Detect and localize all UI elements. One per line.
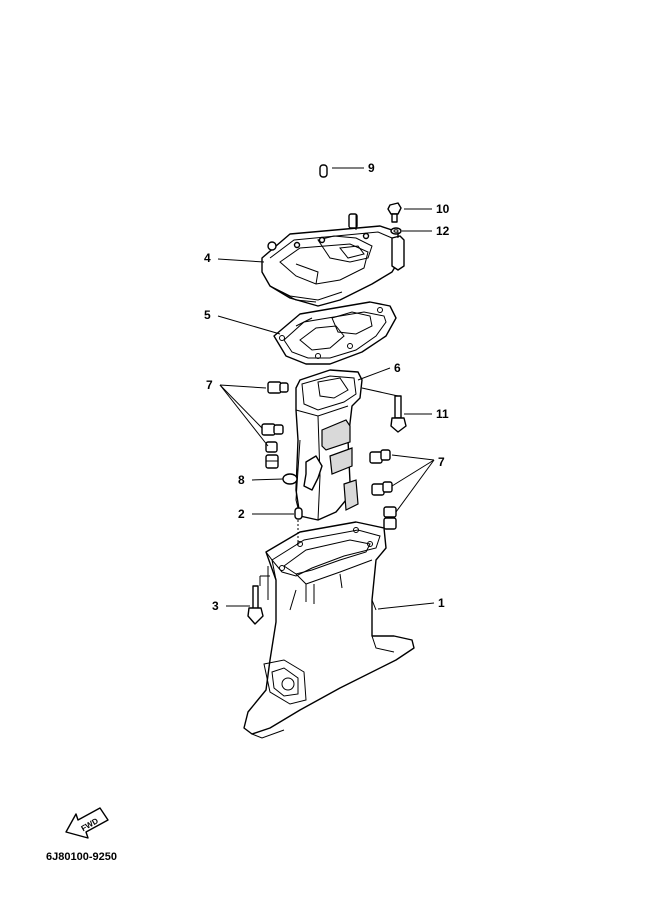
bolt-part-11 [387, 202, 402, 223]
callout-12: 12 [436, 224, 450, 238]
dowel-pin-part-9 [319, 164, 328, 178]
gasket-part-5 [273, 301, 397, 365]
drawing-code: 6J80100-9250 [46, 851, 117, 863]
upper-casing-part-4 [261, 213, 405, 307]
dowel-pin-part-2 [294, 507, 303, 520]
callout-7-right: 7 [438, 455, 445, 469]
callout-6: 6 [394, 361, 401, 375]
bolt-part-10 [390, 395, 407, 433]
callout-10: 11 [436, 407, 449, 421]
alignment-lines [259, 214, 399, 586]
callout-1: 1 [438, 596, 445, 610]
forward-arrow-icon: FWD [65, 807, 109, 839]
callout-7-left: 7 [206, 378, 213, 392]
callout-2: 2 [238, 507, 245, 521]
mount-bracket-part-6 [295, 369, 363, 521]
callout-8: 8 [238, 473, 245, 487]
leader-lines [217, 167, 435, 610]
callout-labels: 9 10 12 4 5 6 7 11 7 8 2 3 1 [204, 161, 450, 613]
rubber-mount-part-7-left [261, 381, 289, 469]
callout-5: 5 [204, 308, 211, 322]
plug-part-8 [282, 473, 298, 485]
callout-4: 4 [204, 251, 211, 265]
callout-11: 10 [436, 202, 450, 216]
bolt-part-3 [247, 585, 264, 625]
drive-shaft-housing-part-1 [243, 521, 415, 739]
washer-part-12 [390, 227, 402, 235]
callout-9: 9 [368, 161, 375, 175]
callout-3: 3 [212, 599, 219, 613]
rubber-mount-part-7-right [369, 449, 397, 530]
